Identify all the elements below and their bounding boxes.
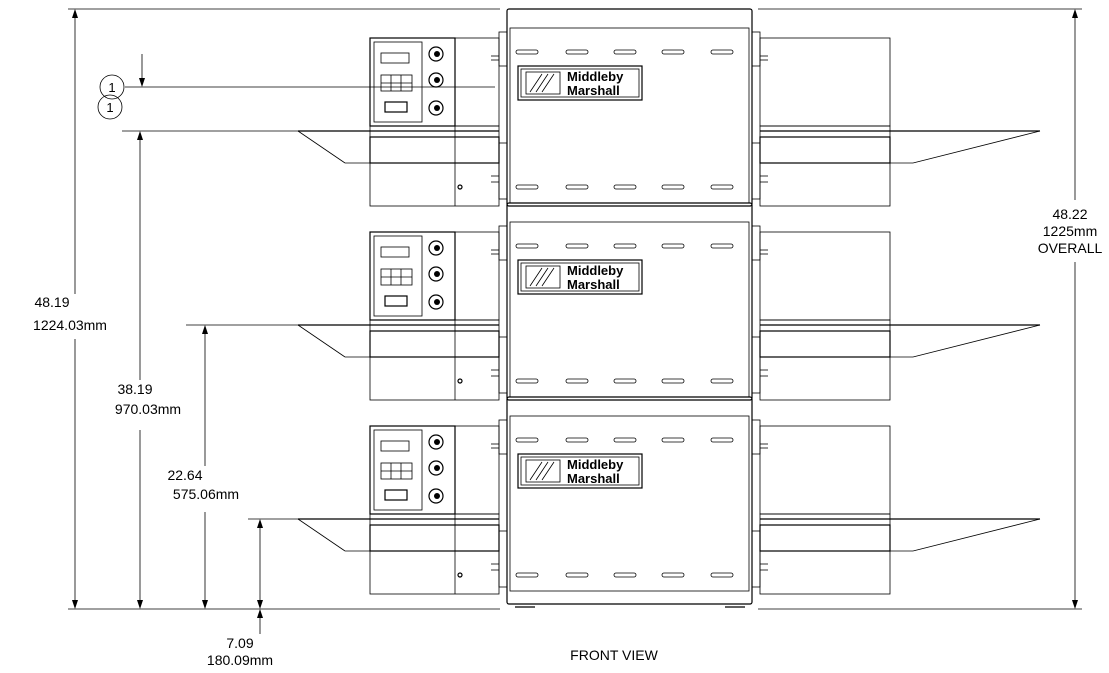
knob <box>428 488 444 504</box>
brand-line1: Middleby <box>567 457 624 472</box>
switch <box>384 101 408 113</box>
oven-unit-bottom: Middleby Marshall <box>297 396 1041 608</box>
conveyor-top-mm: 970.03mm <box>115 401 181 417</box>
vent-slots-bottom <box>515 184 734 190</box>
vent-slots-top <box>515 49 734 55</box>
knob <box>428 266 444 282</box>
overall-left-inches: 48.19 <box>34 294 69 310</box>
overall-left-mm: 1224.03mm <box>33 317 107 333</box>
overall-right-inches: 48.22 <box>1052 206 1087 222</box>
display-window <box>380 440 410 452</box>
conveyor-middle-inches: 22.64 <box>167 467 202 483</box>
logo-plate: Middleby Marshall <box>517 259 643 295</box>
callout-label-2: 1 <box>106 100 113 115</box>
brand-line2: Marshall <box>567 471 620 486</box>
conveyor-bottom-mm: 180.09mm <box>207 652 273 668</box>
control-panel <box>369 37 456 127</box>
brand-line2: Marshall <box>567 277 620 292</box>
display-window <box>380 52 410 64</box>
oven-unit-middle: Middleby Marshall <box>297 202 1041 401</box>
knob <box>428 240 444 256</box>
conveyor-dimension-bottom: 7.09 180.09mm <box>207 518 298 668</box>
switch <box>384 489 408 501</box>
knob <box>428 294 444 310</box>
conveyor-dimension-middle: 22.64 575.06mm <box>167 324 298 609</box>
conveyor-left <box>297 324 500 358</box>
conveyor-left <box>297 130 500 164</box>
callout-label-1: 1 <box>108 80 115 95</box>
brand-line1: Middleby <box>567 263 624 278</box>
brand-line1: Middleby <box>567 69 624 84</box>
knob <box>428 434 444 450</box>
knob <box>428 46 444 62</box>
knob <box>428 72 444 88</box>
view-label: FRONT VIEW <box>570 647 658 663</box>
callout-circle-1 <box>99 74 125 100</box>
oven-cabinet <box>506 396 753 605</box>
knob <box>428 460 444 476</box>
conveyor-dimension-top: 38.19 970.03mm <box>115 130 298 609</box>
oven-unit-top: Middleby Marshall <box>297 8 1041 207</box>
conveyor-left <box>297 518 500 552</box>
knob <box>428 100 444 116</box>
switch <box>384 295 408 307</box>
vent-slots-bottom <box>515 572 734 578</box>
logo-plate: Middleby Marshall <box>517 453 643 489</box>
conveyor-right <box>759 518 1041 552</box>
oven-cabinet <box>506 202 753 401</box>
vent-slots-top <box>515 243 734 249</box>
oven-cabinet <box>506 8 753 207</box>
overall-dimension-right: 48.22 1225mm OVERALL <box>758 8 1103 610</box>
brand-line2: Marshall <box>567 83 620 98</box>
conveyor-bottom-inches: 7.09 <box>226 635 253 651</box>
overall-right-note: OVERALL <box>1038 240 1103 256</box>
conveyor-top-inches: 38.19 <box>117 381 152 397</box>
vent-slots-bottom <box>515 378 734 384</box>
overall-right-mm: 1225mm <box>1043 223 1097 239</box>
logo-plate: Middleby Marshall <box>517 65 643 101</box>
display-window <box>380 246 410 258</box>
conveyor-middle-mm: 575.06mm <box>173 486 239 502</box>
conveyor-right <box>759 324 1041 358</box>
control-panel <box>369 425 456 515</box>
callout-circle-2 <box>97 94 123 120</box>
vent-slots-top <box>515 437 734 443</box>
conveyor-right <box>759 130 1041 164</box>
control-panel <box>369 231 456 321</box>
